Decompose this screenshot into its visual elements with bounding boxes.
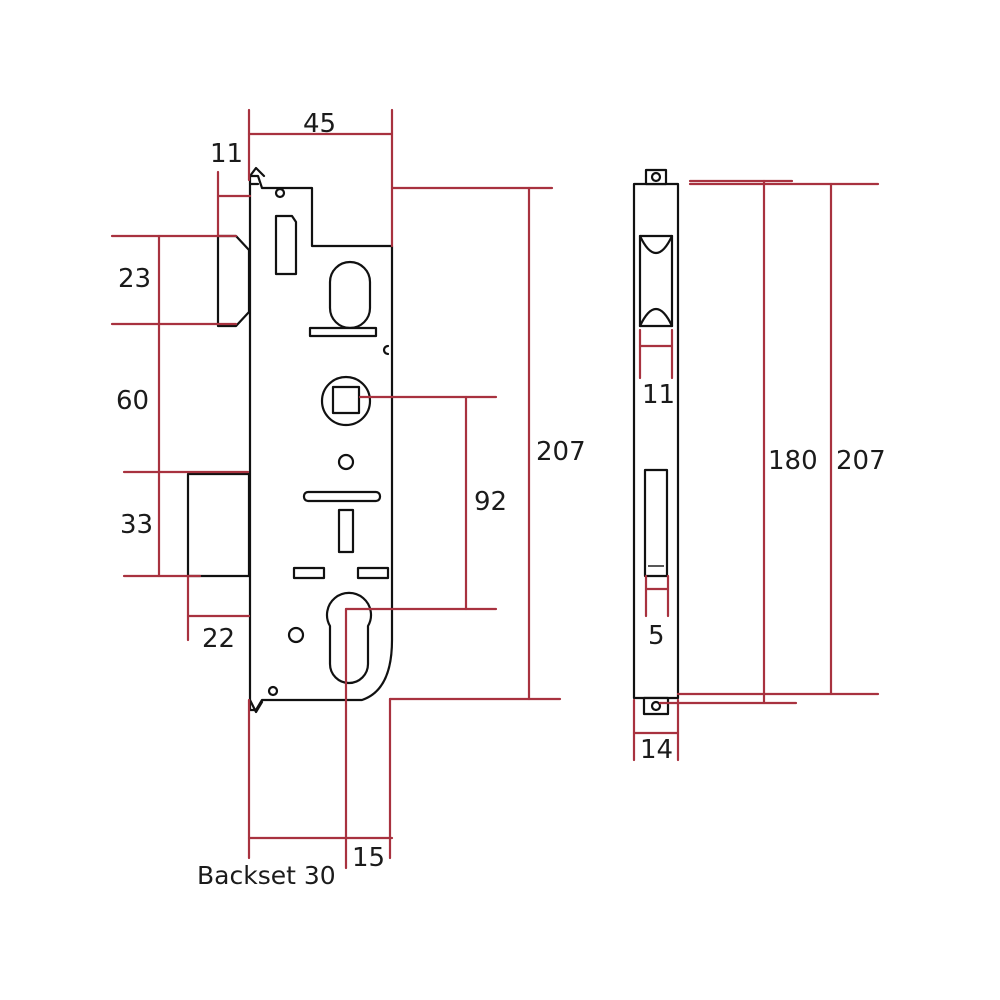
latch-oval-base [308,326,378,338]
cylinder-cutout [325,591,373,685]
dim-bolt-height: 33 [120,510,153,540]
small-hole-lower [287,626,305,644]
dim-faceplate-width: 45 [303,109,336,139]
front-view [186,166,394,714]
latch-bolt [216,234,251,328]
dim-total-height-side: 207 [836,446,886,476]
dim-top-offset: 11 [210,139,243,169]
side-nub [382,344,390,356]
bottom-tab [248,698,264,714]
dim-bolt-slot-width: 5 [648,621,665,651]
side-view [632,168,680,716]
dim-plate-thickness: 14 [640,735,673,765]
dim-bolt-throw: 22 [202,624,235,654]
side-bolt-slot [643,468,669,578]
dimension-labels: 45 11 23 60 33 22 92 207 15 Backset 30 1… [116,109,886,890]
dim-follower-to-cylinder: 92 [474,487,507,517]
backset-label: Backset 30 [197,861,336,890]
dim-screw-spacing: 180 [768,446,818,476]
side-latch-slot [638,234,674,328]
block-right [356,566,390,580]
dim-latch-slot-width: 11 [642,380,675,410]
dimension-lines [110,108,880,870]
side-screw-bottom [650,700,662,712]
small-hole [337,453,355,471]
dim-cylinder-offset: 15 [352,843,385,873]
upper-slot [274,214,298,276]
latch-oval [328,260,372,330]
dim-latch-to-bolt: 60 [116,386,149,416]
screw-hole-bottom [267,685,279,697]
lock-case [248,174,394,712]
side-latch-curves [638,234,674,328]
dim-total-height-front: 207 [536,437,586,467]
vertical-rod [337,508,355,554]
top-tab [248,166,266,186]
side-screw-top [650,171,662,183]
screw-hole-top [274,187,286,199]
dim-latch-height: 23 [118,264,151,294]
horizontal-lever [302,490,382,503]
dead-bolt [186,472,251,578]
follower-square [331,385,361,415]
block-left [292,566,326,580]
